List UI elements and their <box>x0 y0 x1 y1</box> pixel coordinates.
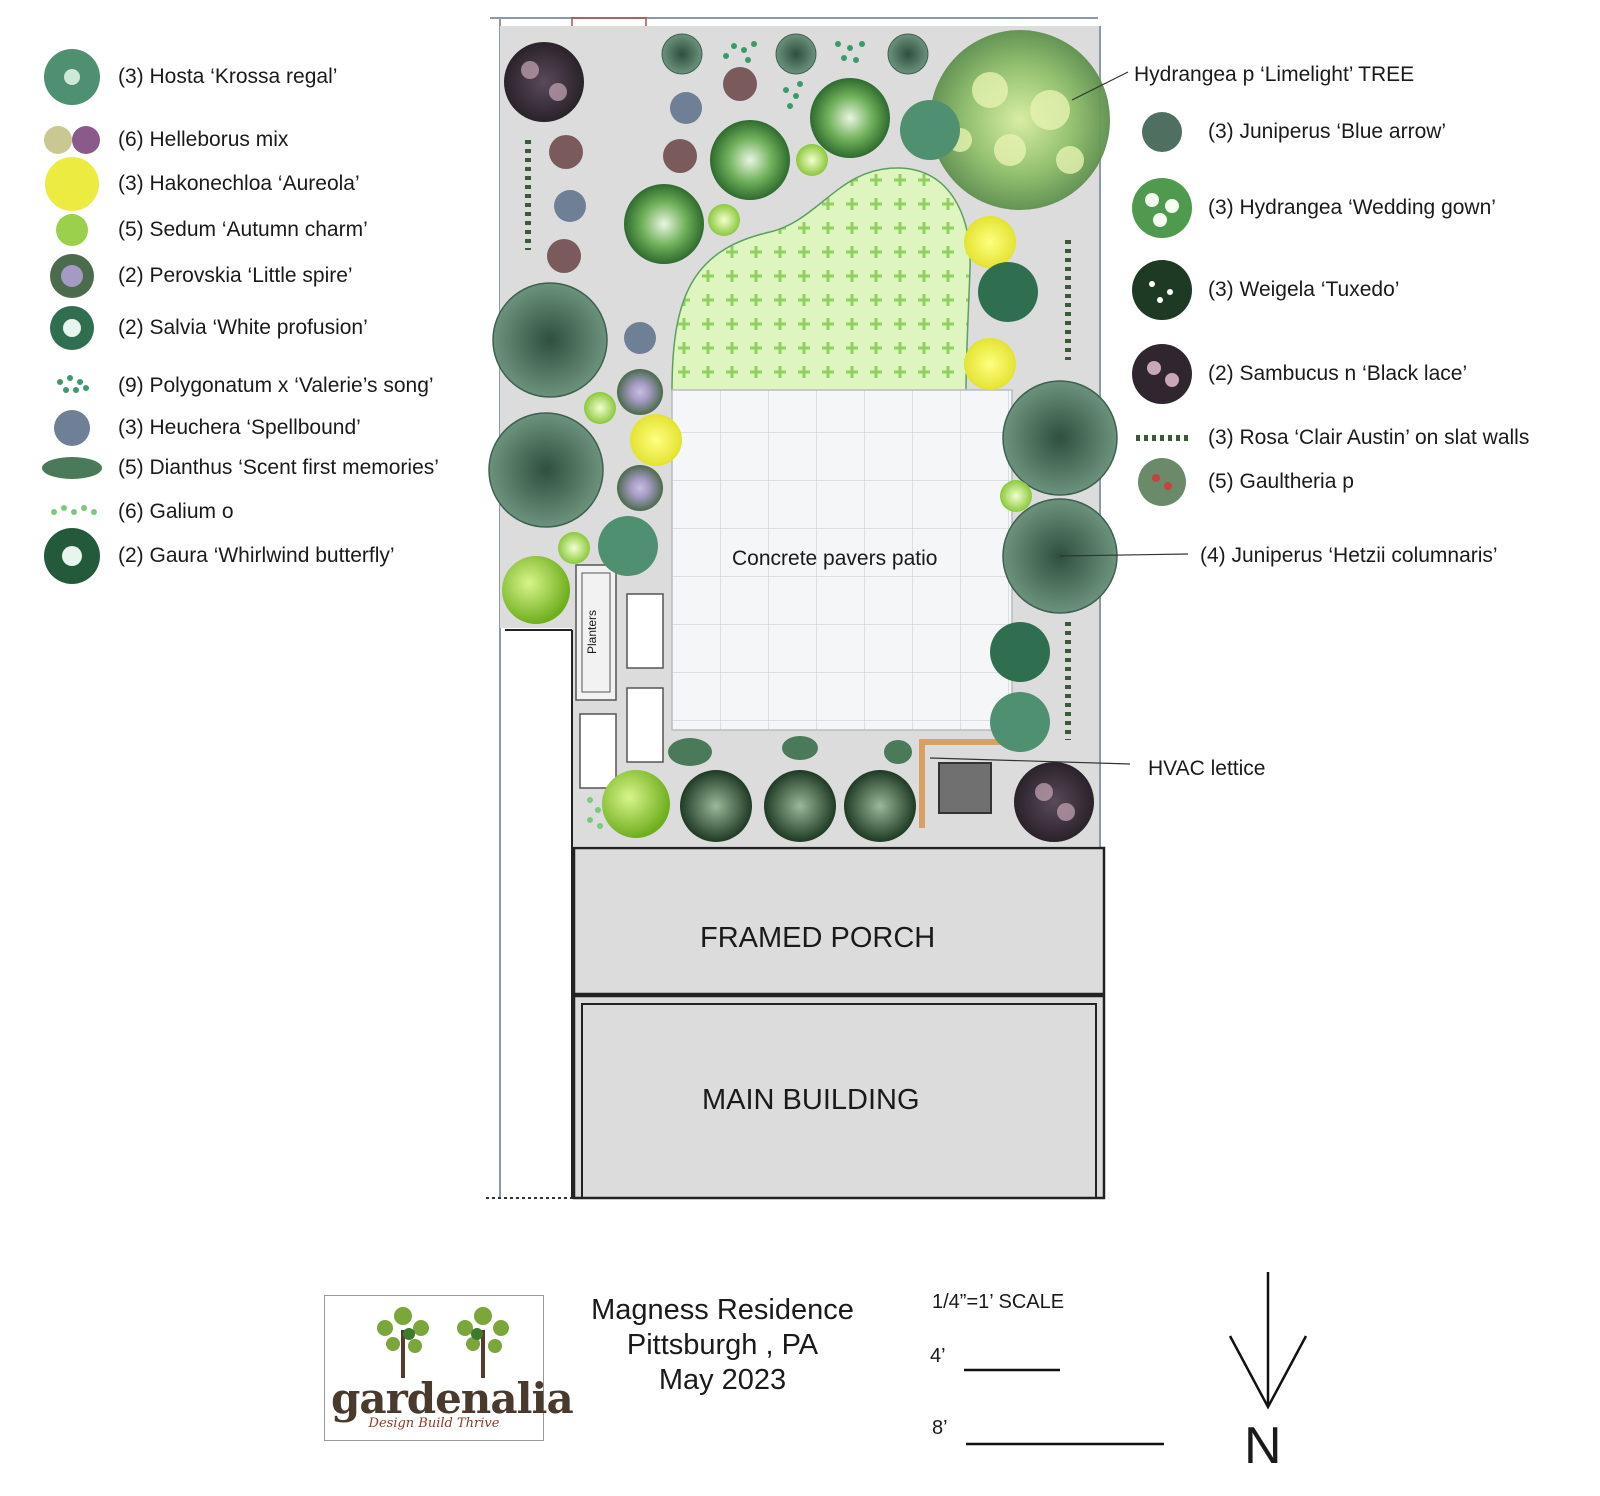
sedum-icon <box>40 198 104 262</box>
dianthus <box>668 736 912 766</box>
patio-label: Concrete pavers patio <box>732 547 938 570</box>
legend-label: (2) Salvia ‘White profusion’ <box>118 316 368 339</box>
main-building <box>572 994 1106 1200</box>
legend-label: (3) Juniperus ‘Blue arrow’ <box>1208 120 1447 143</box>
scale-label-4ft: 4’ <box>930 1345 946 1367</box>
sambucus-icon <box>1130 342 1194 406</box>
heuchera <box>554 92 702 354</box>
gaura <box>978 262 1050 682</box>
legend-item: (3) Hydrangea ‘Wedding gown’ <box>1130 176 1496 240</box>
callout-limelight: Hydrangea p ‘Limelight’ TREE <box>1134 63 1415 86</box>
rosa-icon <box>1130 406 1194 470</box>
hydrangea-icon <box>1130 176 1194 240</box>
project-date: May 2023 <box>658 1364 787 1396</box>
legend-item: (5) Dianthus ‘Scent first memories’ <box>40 436 439 500</box>
polygonatum-icon <box>40 354 104 418</box>
heuchera-icon <box>40 396 104 460</box>
legend-item: (5) Sedum ‘Autumn charm’ <box>40 198 368 262</box>
legend-item: (5) Gaultheria p <box>1130 450 1354 514</box>
legend-item: (2) Perovskia ‘Little spire’ <box>40 244 353 308</box>
project-name: Magness Residence <box>591 1294 854 1326</box>
legend-label: (3) Hydrangea ‘Wedding gown’ <box>1208 196 1496 219</box>
planters-label: Planters <box>585 609 600 655</box>
legend-item: (2) Salvia ‘White profusion’ <box>40 296 368 360</box>
planter <box>626 593 664 669</box>
hakonechloa <box>630 216 1016 466</box>
legend-item: (6) Helleborus mix <box>40 108 288 172</box>
hosta-bright <box>502 556 670 838</box>
sambucus <box>504 42 1094 842</box>
legend-item: (3) Hakonechloa ‘Aureola’ <box>40 152 360 216</box>
dianthus-icon <box>40 436 104 500</box>
callout-hetzii: (4) Juniperus ‘Hetzii columnaris’ <box>1200 544 1498 567</box>
legend-label: (3) Hakonechloa ‘Aureola’ <box>118 172 360 195</box>
legend-item: (3) Heuchera ‘Spellbound’ <box>40 396 361 460</box>
scale-label-8ft: 8’ <box>932 1417 948 1439</box>
legend-item: (3) Hosta ‘Krossa regal’ <box>40 45 337 109</box>
hvac-unit <box>938 762 992 814</box>
juniper-blue-arrow <box>661 33 929 75</box>
galium-icon <box>40 480 104 544</box>
legend-item: (6) Galium o <box>40 480 234 544</box>
logo-wordmark: gardenalia <box>331 1374 574 1423</box>
planter-long <box>575 564 617 701</box>
legend-label: (3) Heuchera ‘Spellbound’ <box>118 416 361 439</box>
helleborus-icon <box>40 108 104 172</box>
legend-item: (2) Gaura ‘Whirlwind butterfly’ <box>40 524 395 588</box>
legend-label: (5) Dianthus ‘Scent first memories’ <box>118 456 439 479</box>
framed-porch <box>572 846 1106 996</box>
hosta-icon <box>40 45 104 109</box>
rosa-slat-wall <box>525 140 1071 740</box>
legend-label: (5) Gaultheria p <box>1208 470 1354 493</box>
legend-label: (3) Weigela ‘Tuxedo’ <box>1208 278 1400 301</box>
title-block: Magness Residence Pittsburgh , PA May 20… <box>575 1293 870 1398</box>
legend-label: (6) Helleborus mix <box>118 128 289 151</box>
planter <box>579 713 617 789</box>
galium <box>587 797 603 829</box>
project-location: Pittsburgh , PA <box>626 1329 819 1361</box>
legend-item: (3) Weigela ‘Tuxedo’ <box>1130 258 1399 322</box>
gardenalia-logo: gardenalia Design Build Thrive <box>324 1295 574 1441</box>
building-label: MAIN BUILDING <box>702 1084 920 1116</box>
legend-label: (9) Polygonatum x ‘Valerie’s song’ <box>118 374 434 397</box>
sedum <box>558 144 1032 564</box>
salvia-icon <box>40 296 104 360</box>
porch-label: FRAMED PORCH <box>700 922 936 954</box>
weigela-icon <box>1130 258 1194 322</box>
legend-label: (3) Rosa ‘Clair Austin’ on slat walls <box>1208 426 1530 449</box>
legend-item: (3) Juniperus ‘Blue arrow’ <box>1130 100 1446 164</box>
weigela-tuxedo <box>680 770 916 842</box>
legend-label: (2) Sambucus n ‘Black lace’ <box>1208 362 1468 385</box>
juniper-hetzii <box>488 282 1118 614</box>
legend-label: (2) Perovskia ‘Little spire’ <box>118 264 353 287</box>
hydrangea-wedding-gown <box>624 78 890 264</box>
legend-item: (2) Sambucus n ‘Black lace’ <box>1130 342 1467 406</box>
legend-label: (6) Galium o <box>118 500 234 523</box>
legend-item: (3) Rosa ‘Clair Austin’ on slat walls <box>1130 406 1529 470</box>
gaura-icon <box>40 524 104 588</box>
hakonechloa-icon <box>40 152 104 216</box>
perovskia-icon <box>40 244 104 308</box>
legend-label: (3) Hosta ‘Krossa regal’ <box>118 65 338 88</box>
logo-trees-icon <box>377 1307 509 1378</box>
north-arrow <box>1228 1272 1308 1410</box>
gaultheria-icon <box>1130 450 1194 514</box>
north-label: N <box>1244 1417 1282 1475</box>
logo-tagline: Design Build Thrive <box>368 1416 500 1431</box>
gaultheria <box>547 67 757 273</box>
scale-title: 1/4”=1’ SCALE <box>932 1291 1065 1313</box>
callout-hvac: HVAC lettice <box>1148 757 1266 780</box>
perovskia <box>617 369 663 511</box>
legend-label: (5) Sedum ‘Autumn charm’ <box>118 218 368 241</box>
paver-patio <box>671 389 1013 731</box>
juniper-blue-arrow-icon <box>1130 100 1194 164</box>
legend-item: (9) Polygonatum x ‘Valerie’s song’ <box>40 354 434 418</box>
polygonatum <box>723 41 865 109</box>
planter <box>626 687 664 763</box>
legend-label: (2) Gaura ‘Whirlwind butterfly’ <box>118 544 395 567</box>
hosta-krossa <box>598 100 1050 752</box>
hvac-lattice <box>919 739 1010 828</box>
lawn <box>671 167 971 393</box>
